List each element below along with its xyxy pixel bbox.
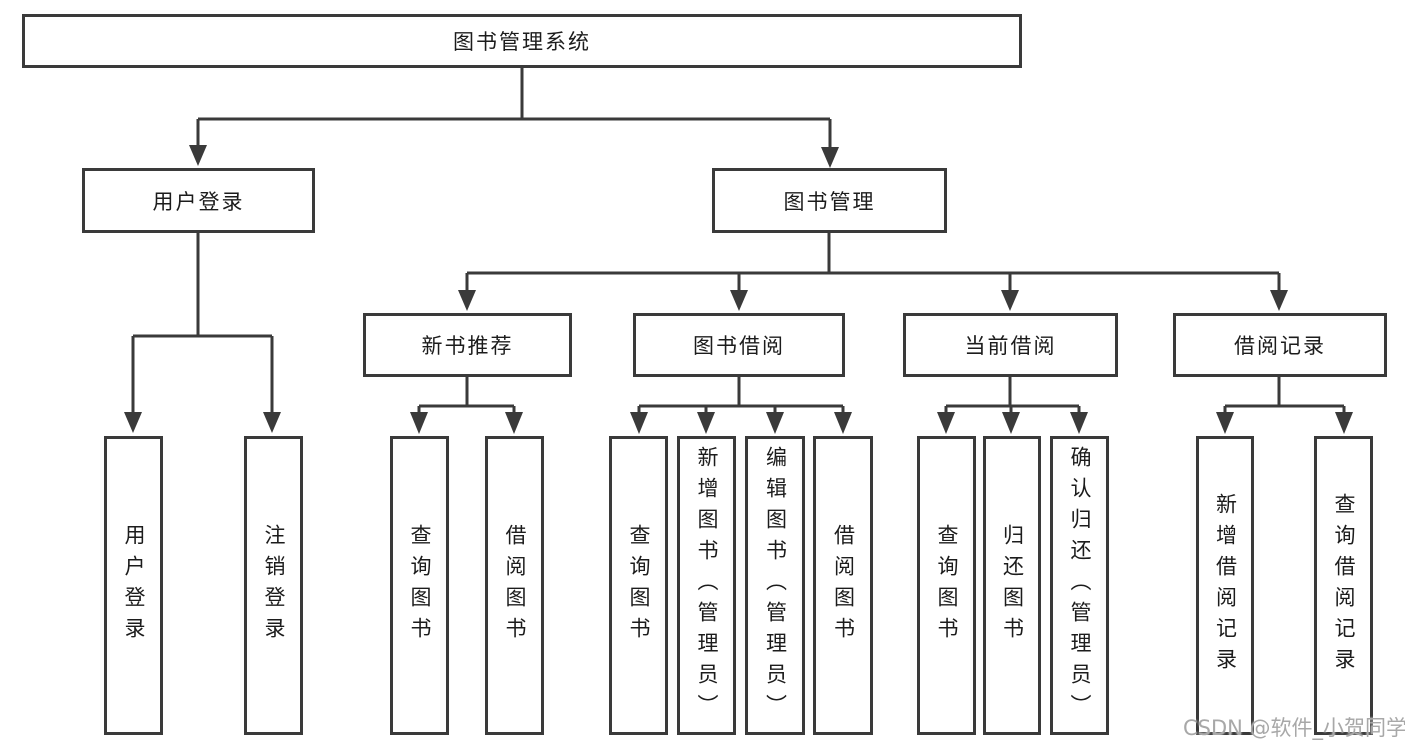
node-leaf-add-borrow-record: 新增借阅记录	[1196, 436, 1254, 735]
node-label: 新增图书（管理员）	[695, 446, 719, 725]
node-leaf-return-book: 归还图书	[983, 436, 1041, 735]
node-label: 借阅图书	[831, 523, 856, 648]
node-book-borrowing: 图书借阅	[633, 313, 845, 377]
node-label: 查询借阅记录	[1332, 492, 1356, 679]
node-label: 查询图书	[408, 523, 432, 648]
node-label: 图书借阅	[693, 334, 785, 358]
connector-borrowing-records-children	[1216, 377, 1353, 434]
node-leaf-borrow-books-recommend: 借阅图书	[485, 436, 544, 735]
node-leaf-logout: 注销登录	[244, 436, 303, 735]
node-label: 用户登录	[122, 523, 146, 648]
node-leaf-confirm-return-admin: 确认归还（管理员）	[1050, 436, 1109, 735]
node-leaf-query-books-recommend: 查询图书	[390, 436, 449, 735]
node-current-borrowing: 当前借阅	[903, 313, 1118, 377]
node-label: 图书管理	[783, 189, 876, 214]
node-borrowing-records: 借阅记录	[1173, 313, 1387, 377]
node-label: 新书推荐	[421, 334, 514, 358]
node-leaf-query-books-current: 查询图书	[917, 436, 976, 735]
node-label: 借阅记录	[1234, 334, 1326, 358]
node-label: 归还图书	[1000, 523, 1025, 648]
node-label: 查询图书	[627, 523, 651, 648]
node-label: 确认归还（管理员）	[1068, 446, 1092, 725]
node-leaf-user-login: 用户登录	[104, 436, 163, 735]
connector-new-book-recommendation-children	[410, 377, 523, 434]
node-label: 编辑图书（管理员）	[763, 446, 788, 725]
node-leaf-borrow-books: 借阅图书	[813, 436, 873, 735]
connector-root-to-level2	[189, 68, 839, 168]
node-leaf-add-book-admin: 新增图书（管理员）	[677, 436, 736, 735]
connector-book-borrowing-children	[630, 377, 852, 434]
node-label: 当前借阅	[964, 334, 1057, 358]
connector-current-borrowing-children	[937, 377, 1088, 434]
watermark-text: CSDN @软件_小贺同学	[1183, 716, 1405, 740]
node-label: 新增借阅记录	[1213, 492, 1238, 679]
node-leaf-query-borrow-record: 查询借阅记录	[1314, 436, 1373, 735]
connector-user-login-children	[124, 233, 281, 433]
node-label: 注销登录	[262, 523, 286, 648]
node-book-management: 图书管理	[712, 168, 947, 233]
node-leaf-query-books-borrowing: 查询图书	[609, 436, 668, 735]
node-user-login: 用户登录	[82, 168, 315, 233]
node-label: 图书管理系统	[453, 30, 591, 54]
node-label: 用户登录	[152, 189, 245, 214]
node-new-book-recommendation: 新书推荐	[363, 313, 572, 377]
connector-book-management-children	[458, 233, 1288, 311]
node-label: 查询图书	[935, 523, 959, 648]
node-library-system: 图书管理系统	[22, 14, 1022, 68]
node-label: 借阅图书	[503, 523, 527, 648]
node-leaf-edit-book-admin: 编辑图书（管理员）	[745, 436, 805, 735]
